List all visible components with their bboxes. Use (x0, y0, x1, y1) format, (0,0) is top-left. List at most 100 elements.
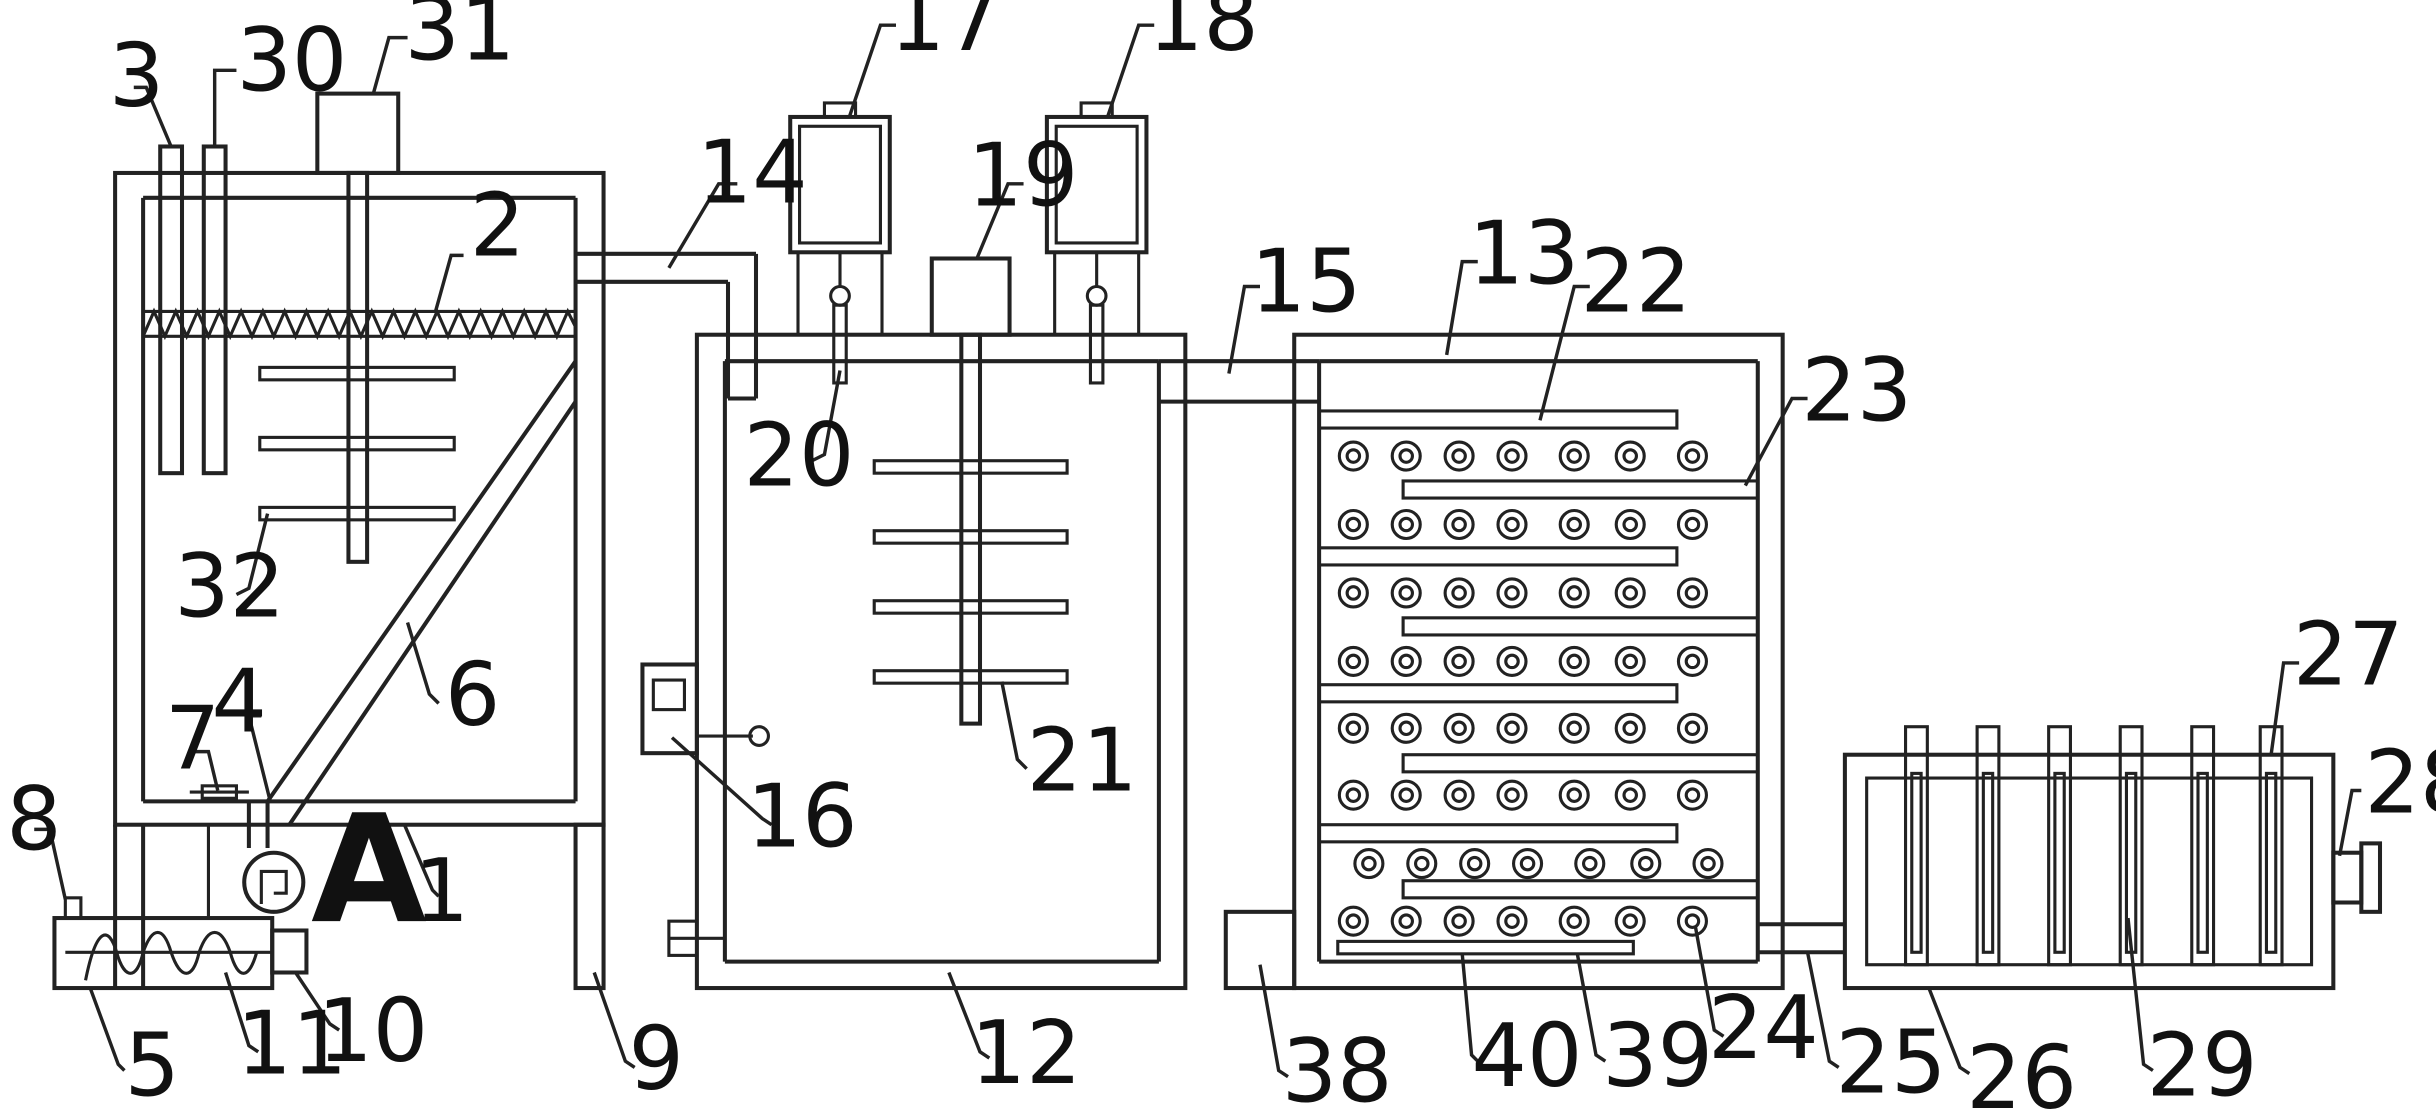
aerator-disc (1390, 577, 1422, 609)
aerator-disc (1353, 848, 1385, 880)
aerator-disc (1337, 905, 1369, 937)
aerator-disc (1443, 577, 1475, 609)
aerator-disc (1496, 440, 1528, 472)
aerator-disc (1614, 577, 1646, 609)
aerator-disc (1558, 779, 1590, 811)
label-27: 27 (2293, 604, 2404, 706)
aerator-disc (1337, 577, 1369, 609)
label-16: 16 (747, 766, 858, 868)
aerator-disc (1574, 848, 1606, 880)
filter-plate (2118, 725, 2144, 967)
ramp-6 (265, 360, 578, 826)
label-2: 2 (470, 174, 525, 276)
aerator-disc (1614, 905, 1646, 937)
pipe-14 (575, 251, 759, 401)
label-1: 1 (414, 840, 469, 942)
label-25: 25 (1836, 1011, 1947, 1113)
aerator-disc (1406, 848, 1438, 880)
aerator-disc (1337, 779, 1369, 811)
aerator-disc (1496, 508, 1528, 541)
baffles-22-23 (1317, 409, 1760, 900)
label-29: 29 (2147, 1014, 2258, 1116)
aerator-disc (1390, 508, 1422, 541)
label-5: 5 (124, 1014, 179, 1116)
aerator-disc (1558, 440, 1590, 472)
motor-19 (929, 256, 1012, 726)
aerator-disc (1558, 508, 1590, 541)
filter-plate (2190, 725, 2216, 967)
aerator-disc (1496, 712, 1528, 744)
aerator-disc (1443, 905, 1475, 937)
aerator-disc (1337, 712, 1369, 744)
aerator-disc (1443, 440, 1475, 472)
label-19: 19 (968, 125, 1079, 227)
aerator-disc (1496, 577, 1528, 609)
label-26: 26 (1966, 1027, 2077, 1119)
label-30: 30 (236, 9, 347, 111)
aerator-disc (1676, 577, 1709, 609)
stirrer-blades-32 (258, 365, 456, 522)
label-24: 24 (1708, 977, 1819, 1079)
filter-plate (1904, 725, 1929, 967)
label-40: 40 (1472, 1005, 1583, 1107)
pipe-30 (201, 144, 228, 476)
filter-plate (2047, 725, 2072, 967)
aerator-disc (1558, 712, 1590, 744)
label-31: 31 (404, 0, 515, 80)
label-3: 3 (109, 25, 164, 127)
label-11: 11 (236, 993, 347, 1095)
aerator-disc (1558, 645, 1590, 677)
pipe-3 (158, 144, 185, 476)
label-10: 10 (317, 980, 428, 1082)
label-4: 4 (212, 650, 267, 752)
filter-plate (1975, 725, 2001, 967)
label-17: 17 (890, 0, 1001, 71)
filter-plate (2258, 725, 2284, 967)
aerator-disc (1459, 848, 1491, 880)
aerator-disc (1443, 779, 1475, 811)
aerators-24 (1337, 440, 1724, 937)
aerator-disc (1390, 905, 1422, 937)
aerator-disc (1614, 508, 1646, 541)
aerator-disc (1390, 779, 1422, 811)
aerator-disc (1390, 645, 1422, 677)
label-7: 7 (165, 688, 220, 790)
aerator-disc (1337, 645, 1369, 677)
aerator-disc (1558, 905, 1590, 937)
label-18: 18 (1148, 0, 1259, 71)
aerator-disc (1614, 645, 1646, 677)
label-6: 6 (445, 644, 500, 746)
aerator-disc (1443, 508, 1475, 541)
aerator-disc (1337, 440, 1369, 472)
label-22: 22 (1580, 230, 1691, 332)
tank-13 (1223, 332, 1785, 991)
label-15: 15 (1251, 230, 1362, 332)
aerator-disc (1337, 508, 1369, 541)
aerator-disc (1558, 577, 1590, 609)
aerator-disc (1496, 779, 1528, 811)
pipe-25 (1757, 922, 1845, 955)
stirrer-blades-21 (872, 459, 1069, 685)
label-14: 14 (697, 122, 808, 224)
aerator-disc (1390, 440, 1422, 472)
aerator-disc (1630, 848, 1662, 880)
label-9: 9 (628, 1008, 683, 1110)
aerator-disc (1614, 779, 1646, 811)
aerator-disc (1614, 712, 1646, 744)
label-21: 21 (1027, 710, 1138, 812)
aerator-disc (1676, 779, 1709, 811)
aerator-disc (1676, 508, 1709, 541)
tank-26 (1842, 752, 2383, 991)
label-32: 32 (174, 535, 285, 637)
label-38: 38 (1282, 1021, 1393, 1119)
aeration-pipe-39-40 (1336, 939, 1635, 956)
gauge-16 (640, 662, 770, 756)
aerator-disc (1390, 712, 1422, 744)
detail-circle-a (242, 850, 306, 914)
aerator-disc (1443, 712, 1475, 744)
aerator-disc (1512, 848, 1544, 880)
label-12: 12 (971, 1002, 1082, 1104)
label-13: 13 (1468, 202, 1579, 304)
label-23: 23 (1801, 339, 1912, 441)
